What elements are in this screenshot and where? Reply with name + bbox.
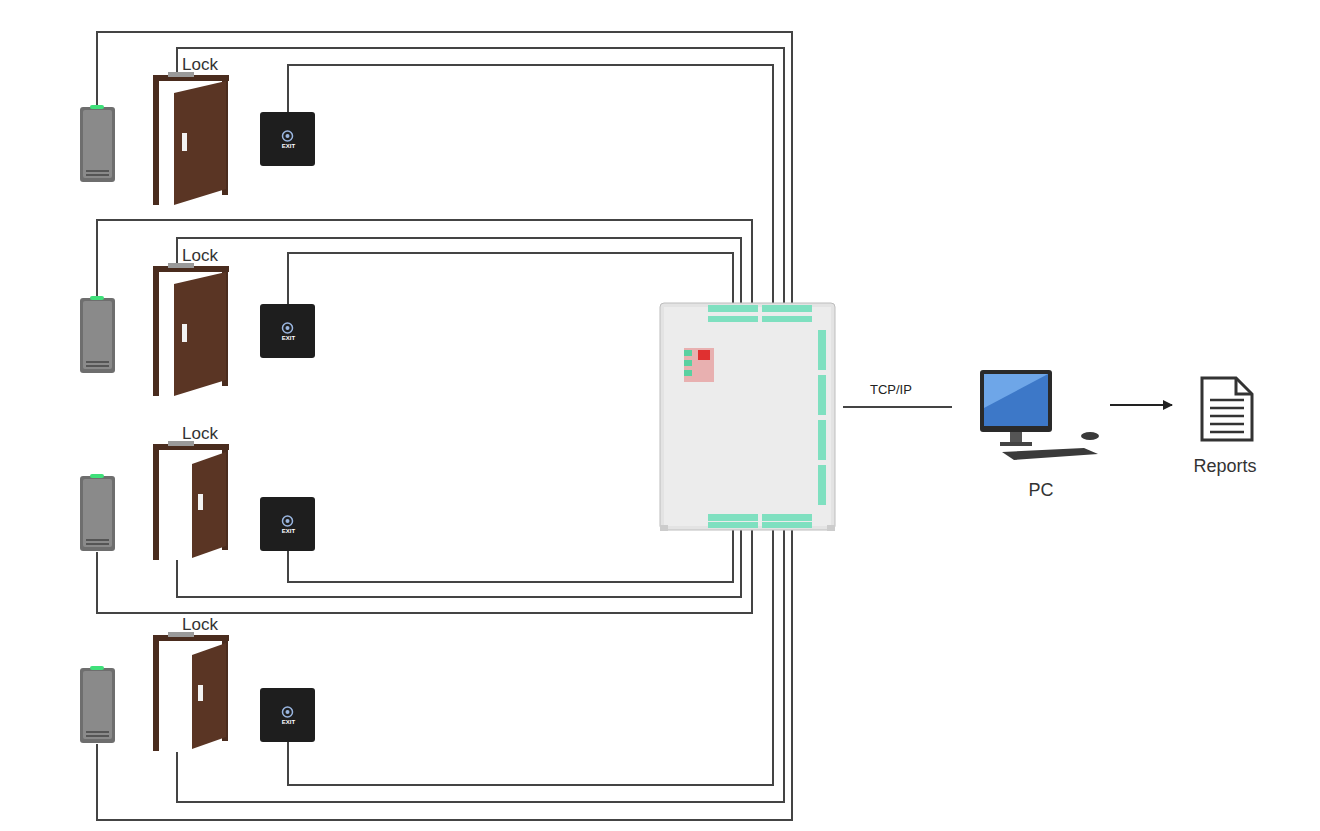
door-lock: Lock [150, 246, 235, 398]
exit-button: EXIT [260, 497, 317, 551]
reports-node: Reports [1172, 376, 1278, 484]
reports-label: Reports [1172, 456, 1278, 477]
door-lock: Lock [150, 55, 235, 207]
exit-button: EXIT [260, 688, 317, 742]
lock-label: Lock [182, 246, 218, 266]
door-icon [150, 615, 235, 753]
arrow-connector [1110, 404, 1172, 406]
lock-label: Lock [182, 424, 218, 444]
card-readers [80, 105, 115, 743]
door-icon [150, 424, 235, 562]
exit-button: EXIT [260, 304, 317, 358]
pc-node: PC [972, 368, 1110, 504]
lock-label: Lock [182, 55, 218, 75]
exit-button-icon [260, 112, 315, 166]
lock-label: Lock [182, 615, 218, 635]
wires [97, 32, 952, 820]
access-controller [660, 303, 835, 531]
exit-button-icon [260, 497, 315, 551]
exit-button-icon [260, 688, 315, 742]
exit-button-icon [260, 304, 315, 358]
button-label: EXIT [260, 335, 317, 341]
door-icon [150, 246, 235, 398]
exit-button: EXIT [260, 112, 317, 166]
button-label: EXIT [260, 143, 317, 149]
button-label: EXIT [260, 528, 317, 534]
link-label: TCP/IP [868, 382, 914, 397]
pc-label: PC [972, 480, 1110, 501]
door-icon [150, 55, 235, 207]
door-lock: Lock [150, 615, 235, 753]
door-lock: Lock [150, 424, 235, 562]
button-label: EXIT [260, 719, 317, 725]
